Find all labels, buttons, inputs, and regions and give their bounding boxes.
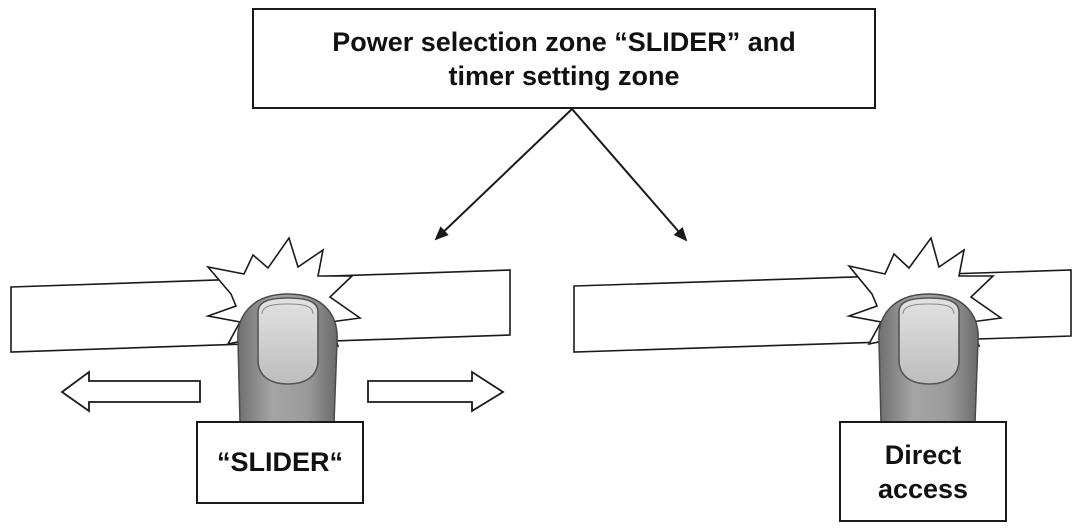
zone-title-line-1: Power selection zone “SLIDER” and [332,26,796,57]
slide-right-arrow-icon [367,370,505,413]
direct-access-touch-strip [573,269,1072,353]
direct-access-label-line-1: Direct [884,439,962,470]
finger-icon-right [878,293,979,424]
direct-access-label-box: Direct access [839,421,1007,522]
direct-access-label-line-2: access [877,473,969,504]
pointer-arrow-right [571,108,688,242]
finger-icon-left [237,293,338,424]
zone-title-line-2: timer setting zone [448,60,680,91]
zone-title-box: Power selection zone “SLIDER” and timer … [252,8,876,109]
slide-left-arrow-icon [60,370,201,413]
slider-label: “SLIDER“ [216,447,343,477]
pointer-arrow-left [434,108,573,241]
slider-label-box: “SLIDER“ [196,421,364,504]
